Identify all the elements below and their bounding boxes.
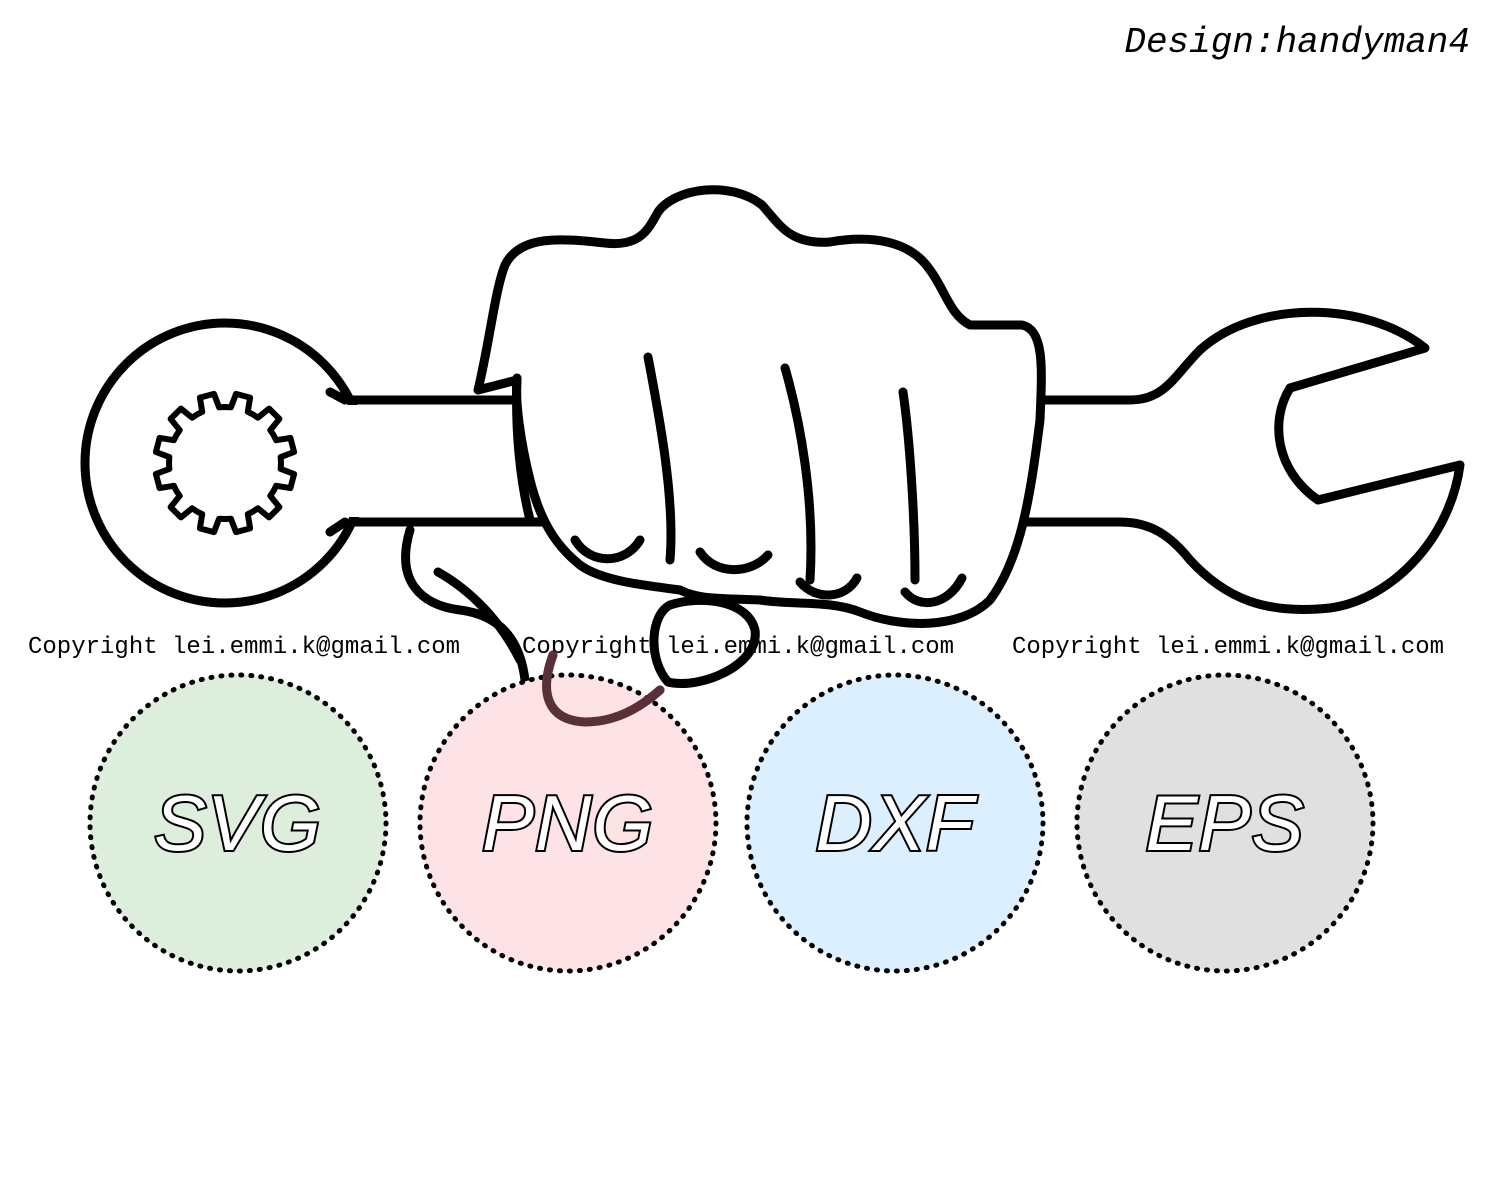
- wrench-ring-end: [80, 318, 370, 608]
- fist-body: [473, 185, 1046, 628]
- format-badge-png: PNG: [417, 672, 719, 974]
- format-label: PNG: [482, 779, 654, 867]
- thumb-tip-overlap: [542, 650, 665, 727]
- format-badge-svg: SVG: [87, 672, 389, 974]
- format-badge-eps: EPS: [1074, 672, 1376, 974]
- format-label: SVG: [154, 779, 322, 867]
- format-badge-dxf: DXF: [744, 672, 1046, 974]
- copyright-watermark: Copyright lei.emmi.k@gmail.com: [28, 634, 460, 661]
- format-circle: [744, 672, 1046, 974]
- copyright-watermark: Copyright lei.emmi.k@gmail.com: [522, 634, 954, 661]
- design-credit: Design:handyman4: [1124, 22, 1470, 63]
- format-label: EPS: [1145, 779, 1304, 867]
- format-circle: [1074, 672, 1376, 974]
- copyright-watermark: Copyright lei.emmi.k@gmail.com: [1012, 634, 1444, 661]
- fist-holding-wrench-icon: [80, 185, 1465, 727]
- gear-icon: [152, 390, 298, 536]
- format-circle: [87, 672, 389, 974]
- format-circle: [417, 672, 719, 974]
- format-label: DXF: [816, 779, 978, 867]
